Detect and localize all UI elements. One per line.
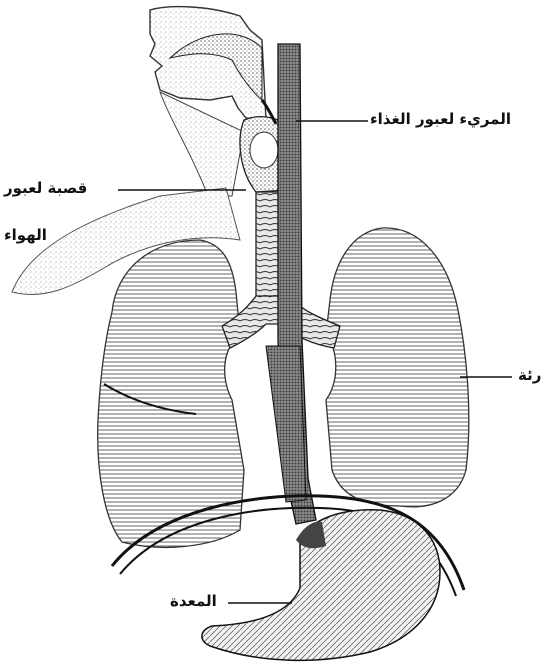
stomach xyxy=(202,510,440,661)
lung-label: رئة xyxy=(518,368,541,383)
esophagus-label: المريء لعبور الغذاء xyxy=(370,112,511,127)
stomach-label: المعدة xyxy=(170,594,217,609)
trachea-label-line-2: الهواء xyxy=(4,228,47,243)
trachea-label-line-1: قصبة لعبور xyxy=(4,181,87,196)
right-lung xyxy=(326,228,469,507)
left-lung xyxy=(98,240,244,547)
